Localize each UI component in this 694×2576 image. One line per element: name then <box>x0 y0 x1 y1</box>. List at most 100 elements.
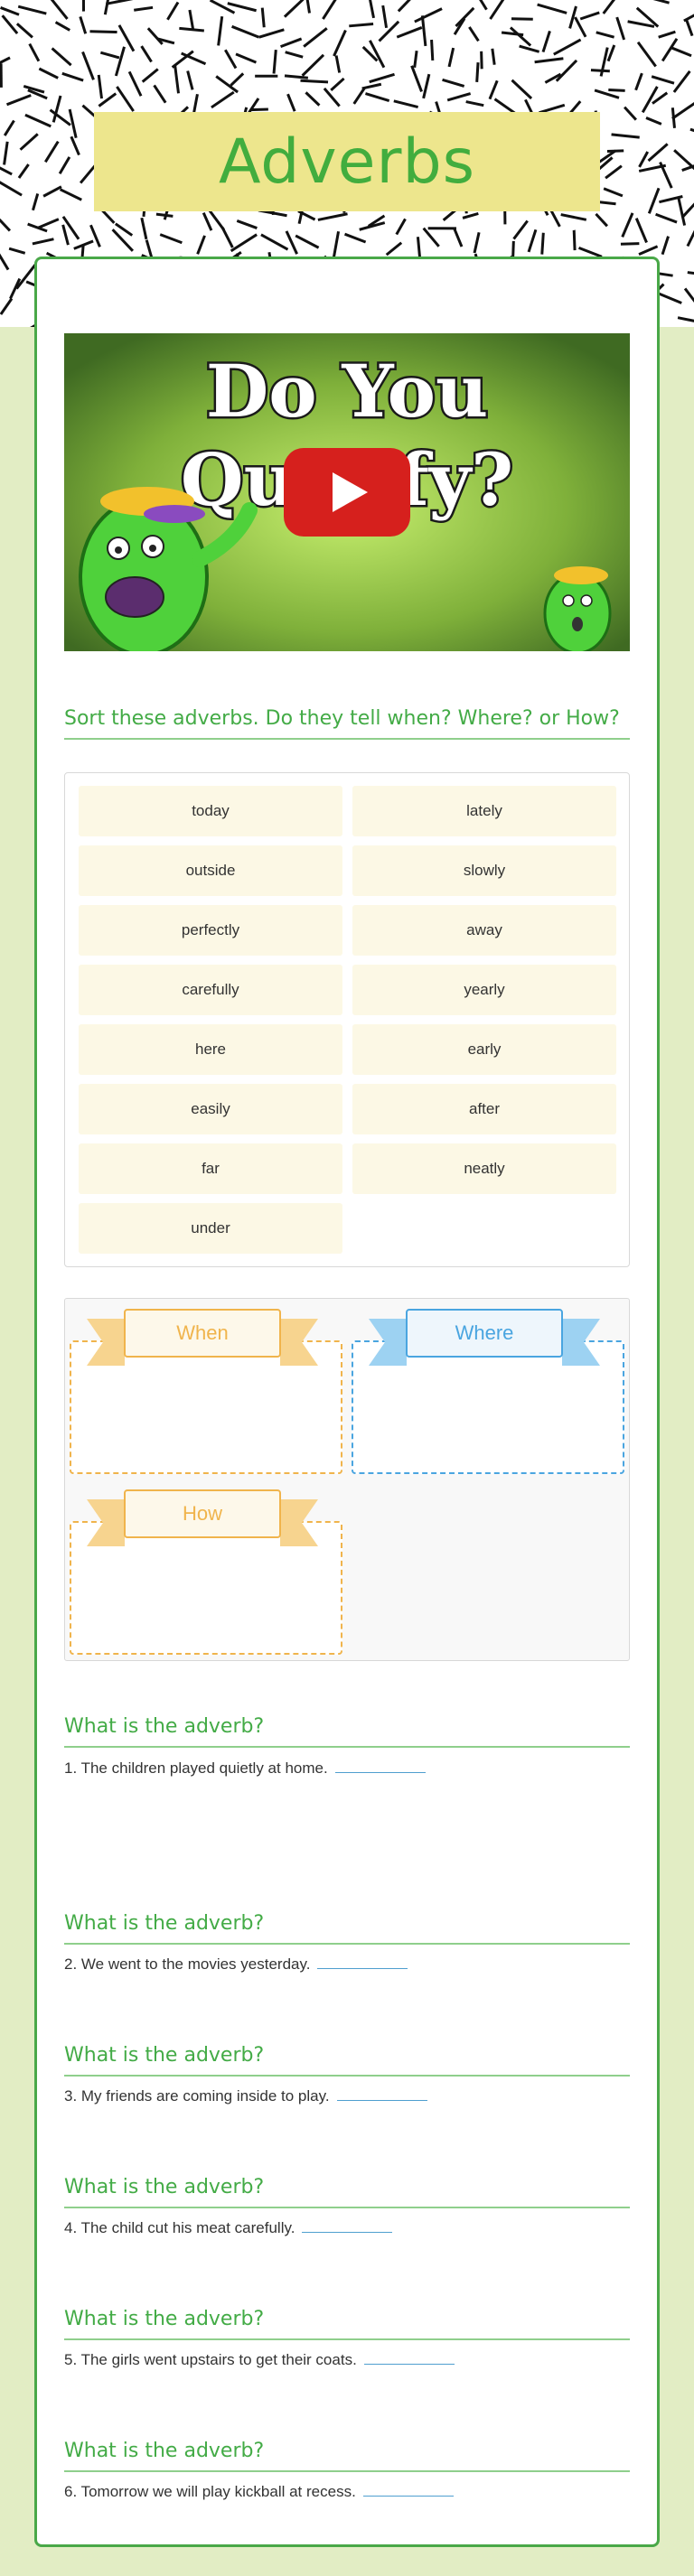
sorting-bins: When Where How <box>64 1298 630 1661</box>
ribbon-where: Where <box>369 1306 600 1366</box>
confetti-dash <box>661 38 679 62</box>
confetti-dash <box>70 135 80 156</box>
word-chip-easily[interactable]: easily <box>79 1084 342 1134</box>
confetti-dash <box>594 89 620 99</box>
confetti-dash <box>608 89 625 92</box>
cartoon-character-right <box>543 566 612 651</box>
answer-blank-3[interactable] <box>336 2088 427 2101</box>
confetti-dash <box>295 234 320 249</box>
confetti-dash <box>488 79 499 100</box>
confetti-dash <box>332 231 341 259</box>
confetti-dash <box>519 44 540 53</box>
confetti-dash <box>455 6 475 28</box>
word-chip-far[interactable]: far <box>79 1143 342 1194</box>
confetti-dash <box>605 164 623 180</box>
confetti-dash <box>658 30 676 39</box>
confetti-dash <box>217 15 224 46</box>
confetti-dash <box>230 233 258 253</box>
confetti-dash <box>422 73 431 99</box>
confetti-dash <box>317 212 348 221</box>
word-chip-slowly[interactable]: slowly <box>352 845 616 896</box>
question-2: 2. We went to the movies yesterday. <box>64 1955 630 1974</box>
confetti-dash <box>473 231 481 254</box>
confetti-dash <box>568 5 577 29</box>
confetti-dash <box>99 51 120 60</box>
word-chip-perfectly[interactable]: perfectly <box>79 905 342 956</box>
question-3-heading: What is the adverb? <box>64 2044 630 2077</box>
word-chip-under[interactable]: under <box>79 1203 342 1254</box>
confetti-dash <box>627 20 655 28</box>
confetti-dash <box>272 50 277 74</box>
confetti-dash <box>677 198 687 226</box>
confetti-dash <box>638 245 659 257</box>
confetti-dash <box>572 229 577 251</box>
confetti-dash <box>0 166 13 176</box>
confetti-dash <box>202 212 213 231</box>
confetti-dash <box>475 62 480 82</box>
confetti-dash <box>414 7 443 23</box>
word-chip-outside[interactable]: outside <box>79 845 342 896</box>
word-chip-yearly[interactable]: yearly <box>352 965 616 1015</box>
confetti-dash <box>98 92 117 107</box>
confetti-dash <box>174 64 180 94</box>
confetti-dash <box>553 38 582 56</box>
answer-blank-1[interactable] <box>334 1760 426 1773</box>
word-chip-away[interactable]: away <box>352 905 616 956</box>
confetti-dash <box>349 23 374 28</box>
confetti-dash <box>489 0 505 20</box>
confetti-dash <box>442 78 465 88</box>
word-chip-today[interactable]: today <box>79 786 342 836</box>
answer-blank-4[interactable] <box>302 2220 393 2233</box>
confetti-dash <box>258 28 285 39</box>
confetti-dash <box>89 224 101 247</box>
confetti-dash <box>50 0 69 20</box>
confetti-dash <box>541 30 551 53</box>
answer-blank-6[interactable] <box>362 2484 454 2497</box>
word-chip-carefully[interactable]: carefully <box>79 965 342 1015</box>
question-4-heading: What is the adverb? <box>64 2176 630 2208</box>
confetti-dash <box>352 87 366 105</box>
confetti-dash <box>231 24 260 39</box>
video-embed[interactable]: Do You Qualify? <box>64 333 630 651</box>
confetti-dash <box>116 86 135 112</box>
confetti-dash <box>236 219 258 229</box>
word-chip-neatly[interactable]: neatly <box>352 1143 616 1194</box>
confetti-dash <box>378 20 400 42</box>
word-chip-here[interactable]: here <box>79 1024 342 1075</box>
confetti-dash <box>42 185 62 198</box>
answer-blank-5[interactable] <box>363 2352 455 2365</box>
confetti-dash <box>0 56 11 65</box>
confetti-dash <box>140 45 153 63</box>
confetti-dash <box>560 213 587 221</box>
confetti-dash <box>283 0 305 18</box>
word-chip-after[interactable]: after <box>352 1084 616 1134</box>
confetti-dash <box>680 202 694 219</box>
confetti-dash <box>369 40 386 69</box>
confetti-dash <box>305 0 311 14</box>
youtube-play-icon[interactable] <box>284 448 410 537</box>
confetti-dash <box>51 47 72 67</box>
confetti-dash <box>334 55 342 73</box>
confetti-dash <box>659 161 673 189</box>
confetti-dash <box>297 210 316 221</box>
confetti-dash <box>211 90 235 109</box>
confetti-dash <box>410 65 423 92</box>
confetti-dash <box>395 218 407 236</box>
ribbon-where-shape <box>369 1309 600 1366</box>
word-chip-early[interactable]: early <box>352 1024 616 1075</box>
confetti-dash <box>323 87 341 107</box>
question-1-heading: What is the adverb? <box>64 1715 630 1748</box>
answer-blank-2[interactable] <box>317 1956 408 1969</box>
ribbon-when: When <box>87 1306 318 1366</box>
confetti-dash <box>97 74 104 99</box>
confetti-dash <box>549 207 561 228</box>
word-chip-lately[interactable]: lately <box>352 786 616 836</box>
question-1-text: 1. The children played quietly at home. <box>64 1759 328 1777</box>
confetti-dash <box>683 287 694 303</box>
confetti-dash <box>68 108 78 138</box>
sort-heading: Sort these adverbs. Do they tell when? W… <box>64 707 630 740</box>
confetti-dash <box>677 316 694 322</box>
confetti-dash <box>671 107 676 128</box>
bin-label-when: When <box>176 1321 229 1344</box>
confetti-dash <box>3 141 9 165</box>
